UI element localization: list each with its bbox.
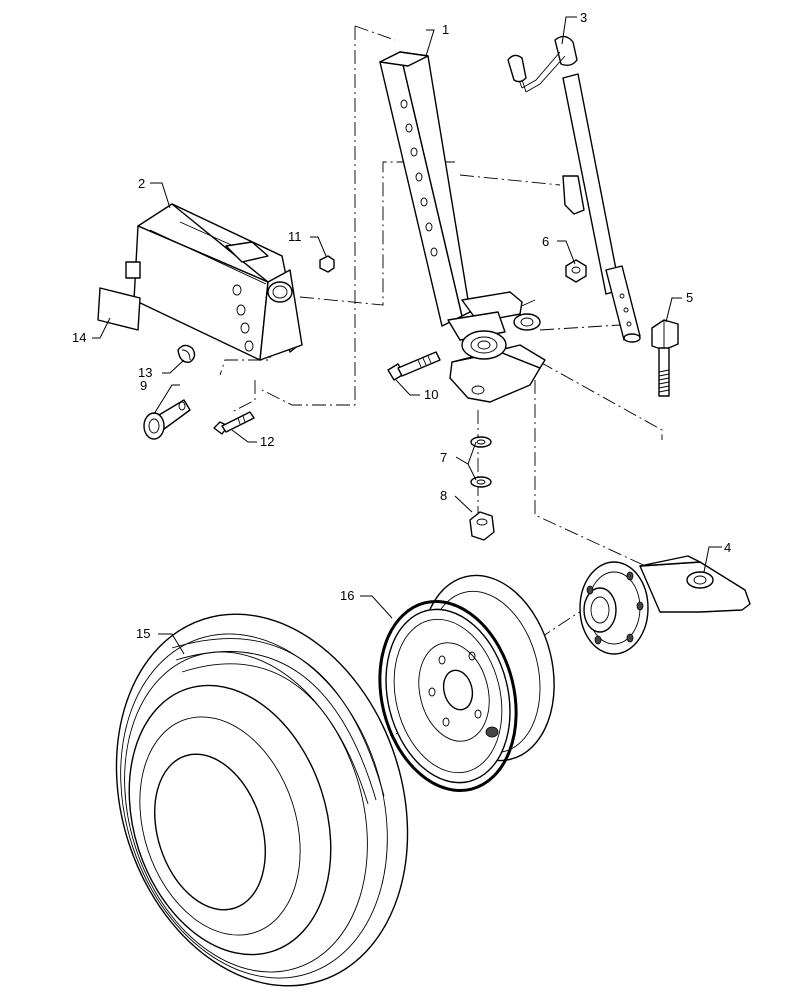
callout-13: 13 [138,365,152,380]
wheel-hub-spindle[interactable] [579,555,751,655]
callout-1: 1 [442,22,449,37]
rim[interactable] [361,561,573,805]
mounting-bracket[interactable] [125,203,303,361]
small-nut[interactable] [319,255,335,273]
crank-jack[interactable] [507,35,641,343]
callout-9: 9 [140,378,147,393]
callout-7: 7 [440,450,447,465]
callout-12: 12 [260,434,274,449]
callout-leaders [92,16,722,655]
callout-numbers: 1 2 3 4 5 6 7 8 9 10 11 12 13 14 15 16 [72,10,731,641]
callout-2: 2 [138,176,145,191]
small-bolt[interactable] [213,411,255,435]
hex-bolt[interactable] [651,319,679,397]
lock-nut[interactable] [565,259,587,283]
callout-4: 4 [724,540,731,555]
callout-6: 6 [542,234,549,249]
adjustment-holes [400,99,438,257]
hex-nut[interactable] [469,511,495,541]
callout-16: 16 [340,588,354,603]
pin[interactable] [143,399,191,440]
decal[interactable] [97,287,141,331]
callout-10: 10 [424,387,438,402]
callout-11: 11 [288,229,302,244]
callout-15: 15 [136,626,150,641]
stand-tube[interactable] [379,51,546,403]
callout-3: 3 [580,10,587,25]
callout-14: 14 [72,330,86,345]
tire[interactable] [70,576,454,1000]
bolt-threads [658,369,670,393]
callout-8: 8 [440,488,447,503]
washers[interactable] [470,436,492,488]
clip[interactable] [177,344,196,363]
callout-5: 5 [686,290,693,305]
carriage-bolt[interactable] [387,351,441,381]
